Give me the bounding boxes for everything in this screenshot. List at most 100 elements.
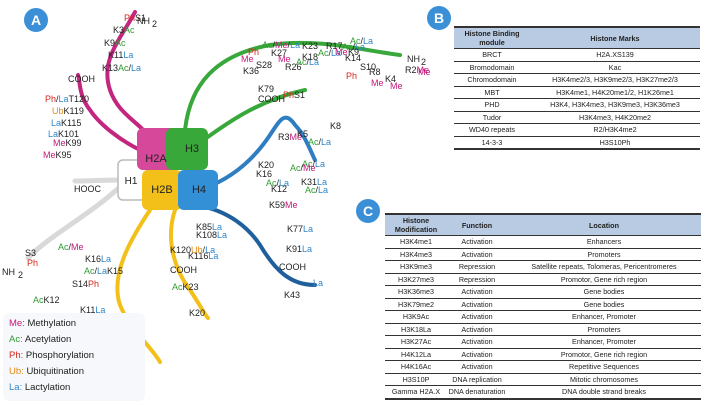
modification-site-label: K79	[258, 84, 274, 94]
modification-site-label: AcK23	[172, 282, 199, 292]
modification-site-label: PhS1	[124, 13, 146, 23]
label-segment: T120	[69, 94, 90, 104]
modification-site-label: S3	[25, 248, 36, 258]
modification-site-label: K77La	[287, 224, 313, 234]
label-segment: La	[303, 224, 313, 234]
modification-site-label: Ph	[248, 47, 259, 57]
label-segment: /	[129, 63, 132, 73]
modification-site-label: K12	[271, 184, 287, 194]
label-segment: K8	[330, 121, 341, 131]
label-segment: K13	[102, 63, 118, 73]
legend-item-acetylation: Ac: Acetylation	[9, 334, 71, 345]
modification-site-label: Ac/La	[308, 137, 331, 147]
label-segment: Ac	[33, 295, 44, 305]
modification-site-label: K116La	[188, 251, 218, 261]
label-segment: /	[319, 137, 322, 147]
table-cell: Activation	[447, 360, 507, 374]
col-header-function: Function	[447, 214, 507, 236]
modification-site-label: K14	[345, 53, 361, 63]
modification-site-label: MeK99	[53, 138, 82, 148]
label-segment: Me	[71, 242, 84, 252]
legend-abbr: Me:	[9, 318, 25, 329]
label-segment: K119	[64, 106, 84, 116]
modification-site-label: K23	[302, 41, 318, 51]
table-cell: H3K36me3	[385, 285, 447, 299]
label-segment: Ac	[302, 159, 313, 169]
table-cell: DNA double strand breaks	[507, 385, 701, 400]
table-cell: H3K27Ac	[385, 335, 447, 349]
modification-site-label: S14Ph	[72, 279, 99, 289]
label-segment: Ac	[84, 266, 95, 276]
label-segment: Ph	[45, 94, 56, 104]
table-cell: H3K4me3	[385, 248, 447, 261]
modification-site-label: K120Ub/La	[170, 245, 215, 255]
table-cell: H3K9me3	[385, 260, 447, 274]
table-cell: Activation	[447, 348, 507, 361]
modification-site-label: LaK115	[51, 118, 81, 128]
table-cell: Promotor, Gene rich region	[507, 348, 701, 361]
label-segment: K14	[345, 53, 361, 63]
binding-module-table: Histone Binding module Histone Marks BRC…	[454, 26, 700, 150]
label-segment: K9	[104, 38, 115, 48]
label-segment: K20	[189, 308, 205, 318]
modification-site-label: K18	[302, 52, 318, 62]
label-segment: K15	[107, 266, 123, 276]
label-segment: R26	[285, 62, 302, 72]
label-segment: Me	[275, 40, 288, 50]
table-cell: Repression	[447, 260, 507, 274]
label-segment: La	[315, 159, 325, 169]
label-segment: Ph	[346, 71, 357, 81]
table-cell: 14-3-3	[454, 136, 530, 150]
h4-n-tail	[203, 115, 317, 190]
table-cell: Gene bodies	[507, 298, 701, 311]
modification-site-label: K8	[330, 121, 341, 131]
label-segment: K23	[183, 282, 199, 292]
label-segment: K115	[61, 118, 81, 128]
modification-site-label: K11La	[80, 305, 105, 315]
label-segment: La	[48, 129, 58, 139]
label-segment: Ac	[172, 282, 183, 292]
label-segment: La	[217, 230, 227, 240]
label-segment: /	[313, 159, 316, 169]
modification-site-label: NH	[2, 267, 15, 277]
modification-site-label: K36	[243, 66, 259, 76]
label-segment: 2	[421, 57, 426, 67]
label-segment: Ac	[308, 137, 319, 147]
label-segment: 2	[18, 270, 23, 280]
legend-item-ubiquitination: Ub: Ubiquitination	[9, 366, 84, 377]
modification-site-label: Ac/La	[266, 178, 289, 188]
col-header-location: Location	[507, 214, 701, 236]
label-segment: S14	[72, 279, 88, 289]
modification-site-label: AcK12	[33, 295, 60, 305]
h3-n-tail	[183, 40, 402, 132]
modification-site-label: R8	[369, 67, 381, 77]
table-cell: Repetitive Sequences	[507, 360, 701, 374]
label-segment: Ac	[350, 36, 361, 46]
modification-legend: Me: Methylation Ac: Acetylation Ph: Phos…	[3, 313, 145, 401]
h4-label: H4	[192, 184, 206, 196]
modification-site-label: NH	[407, 54, 420, 64]
label-segment: K16	[85, 254, 101, 264]
table-cell: Promotor, Gene rich region	[507, 273, 701, 286]
legend-label: Phosphorylation	[25, 350, 95, 361]
label-segment: Ac	[318, 48, 329, 58]
modification-site-label: Ph	[346, 71, 357, 81]
table-cell: Activation	[447, 235, 507, 249]
modification-site-label: Ac/LaK15	[84, 266, 123, 276]
label-segment: Ac	[118, 63, 129, 73]
label-segment: K23	[302, 41, 318, 51]
label-segment: Ac	[115, 38, 126, 48]
modification-site-label: Me	[418, 67, 431, 77]
modification-site-label: Ac/Me/La	[262, 40, 300, 50]
table-cell: Kac	[530, 61, 700, 74]
label-segment: La	[321, 137, 331, 147]
legend-abbr: Ub:	[9, 366, 24, 377]
